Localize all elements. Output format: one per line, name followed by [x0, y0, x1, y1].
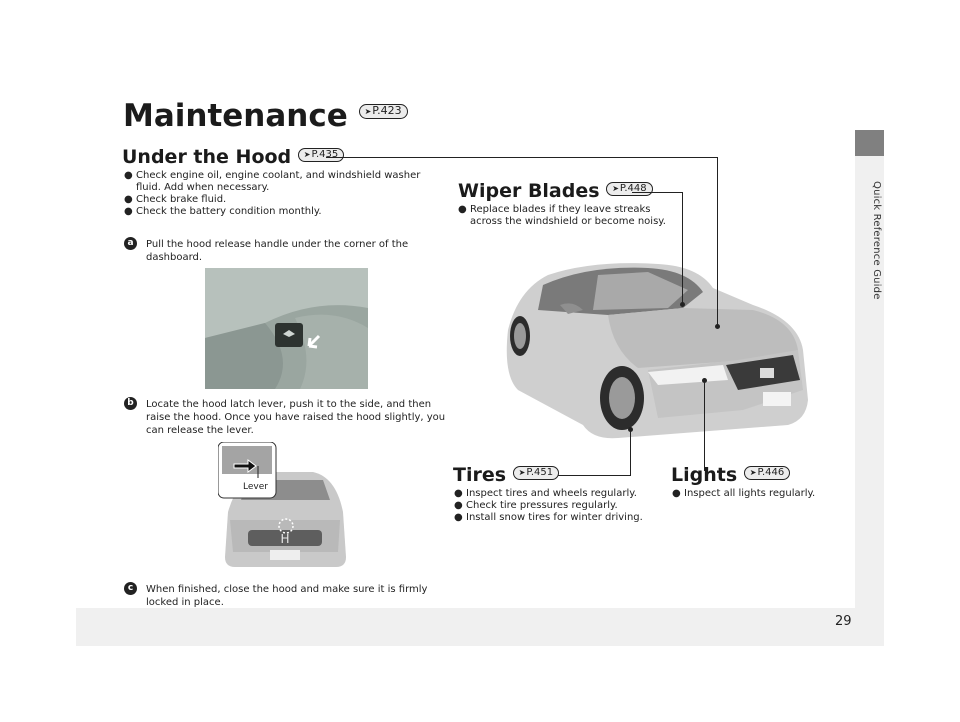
step-badge: b	[124, 397, 137, 410]
arrow-icon: ➤	[518, 467, 526, 477]
hood-release-image	[205, 268, 368, 389]
list-item: Check the battery condition monthly.	[124, 206, 434, 218]
callout-dot	[702, 378, 707, 383]
leader-line	[630, 430, 631, 476]
leader-line	[682, 192, 683, 305]
step-3: c When finished, close the hood and make…	[124, 582, 454, 609]
leader-line	[551, 475, 631, 476]
step-text: When finished, close the hood and make s…	[146, 584, 428, 608]
svg-text:H: H	[280, 532, 289, 546]
wiper-ref-text: P.448	[619, 182, 647, 194]
callout-dot	[680, 302, 685, 307]
list-item: Install snow tires for winter driving.	[454, 512, 654, 524]
lights-title: Lights ➤P.446	[671, 464, 791, 486]
leader-line	[704, 381, 705, 471]
page-title: Maintenance ➤P.423	[123, 98, 408, 134]
list-item: Replace blades if they leave streaks acr…	[458, 204, 683, 228]
tires-bullets: Inspect tires and wheels regularly. Chec…	[454, 488, 654, 524]
arrow-icon: ➤	[612, 183, 619, 193]
leader-line	[717, 157, 718, 327]
page-ref-text: P.423	[372, 104, 402, 117]
wiper-bullets: Replace blades if they leave streaks acr…	[458, 204, 683, 228]
lights-bullets: Inspect all lights regularly.	[672, 488, 842, 500]
arrow-icon: ➤	[303, 149, 311, 159]
section-tab	[855, 130, 884, 156]
step-badge: a	[124, 237, 137, 250]
hood-latch-image: H	[218, 442, 346, 567]
tires-title: Tires ➤P.451	[453, 464, 560, 486]
tires-ref-badge[interactable]: ➤P.451	[512, 465, 560, 480]
lights-ref-badge[interactable]: ➤P.446	[743, 465, 791, 480]
under-hood-ref-badge[interactable]: ➤P.435	[297, 147, 345, 162]
list-item: Check engine oil, engine coolant, and wi…	[124, 170, 434, 194]
under-hood-ref-text: P.435	[311, 148, 339, 160]
wiper-blades-title-text: Wiper Blades	[458, 180, 600, 202]
step-text: Pull the hood release handle under the c…	[146, 239, 409, 263]
side-section-label: Quick Reference Guide	[871, 180, 882, 300]
car-illustration	[506, 263, 808, 439]
callout-dot	[628, 427, 633, 432]
leader-line	[632, 192, 683, 193]
arrow-icon: ➤	[364, 107, 372, 116]
wiper-blades-title: Wiper Blades ➤P.448	[458, 180, 653, 202]
list-item: Check tire pressures regularly.	[454, 500, 654, 512]
arrow-icon: ➤	[749, 467, 757, 477]
step-badge: c	[124, 582, 137, 595]
list-item: Check brake fluid.	[124, 194, 434, 206]
wiper-ref-badge[interactable]: ➤P.448	[606, 181, 653, 196]
page-number: 29	[835, 614, 852, 629]
tires-ref-text: P.451	[526, 466, 554, 478]
tires-title-text: Tires	[453, 464, 507, 486]
lever-label: Lever	[243, 482, 268, 492]
list-item: Inspect all lights regularly.	[672, 488, 842, 500]
lights-ref-text: P.446	[757, 466, 785, 478]
under-hood-bullets: Check engine oil, engine coolant, and wi…	[124, 170, 434, 218]
lights-title-text: Lights	[671, 464, 738, 486]
under-hood-title-text: Under the Hood	[122, 146, 292, 168]
step-1: a Pull the hood release handle under the…	[124, 237, 454, 264]
under-hood-title: Under the Hood ➤P.435	[122, 146, 345, 168]
step-text: Locate the hood latch lever, push it to …	[146, 399, 446, 436]
callout-dot	[715, 324, 720, 329]
list-item: Inspect tires and wheels regularly.	[454, 488, 654, 500]
page-ref-badge[interactable]: ➤P.423	[358, 104, 408, 119]
page-title-text: Maintenance	[123, 98, 348, 134]
leader-line	[326, 157, 718, 158]
step-2: b Locate the hood latch lever, push it t…	[124, 397, 454, 437]
